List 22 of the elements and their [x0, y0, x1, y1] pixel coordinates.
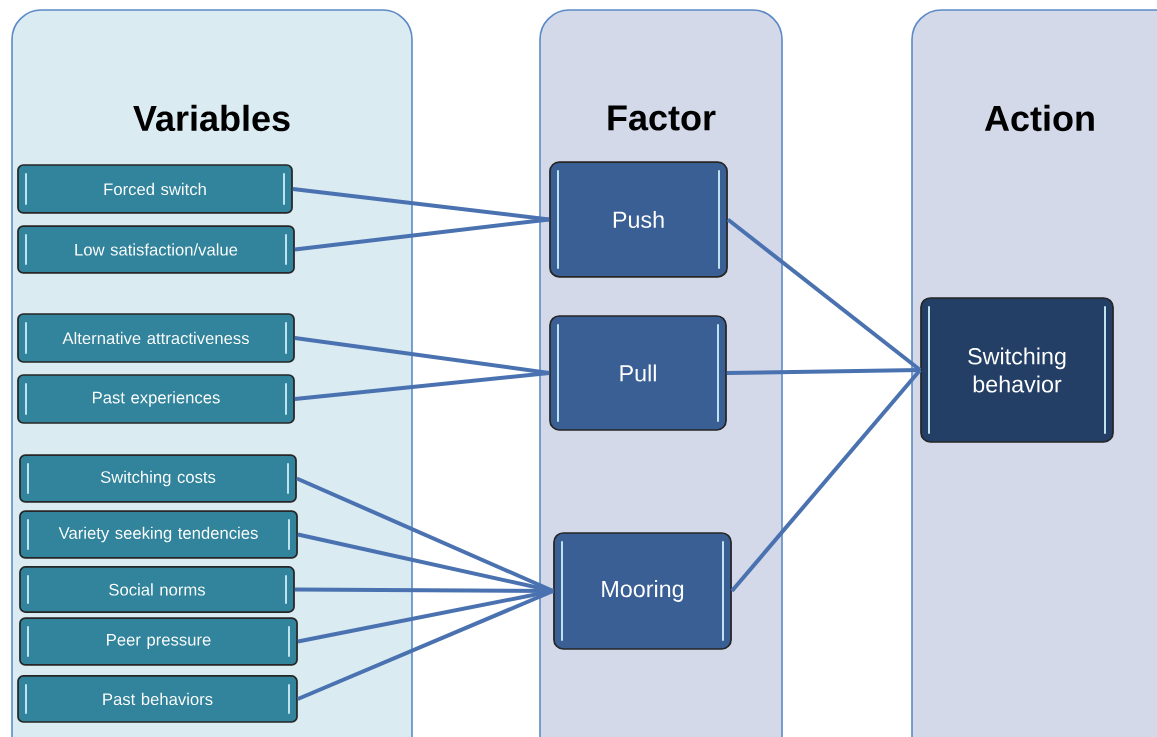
action-box: Switching behavior: [920, 297, 1114, 443]
variable-box: Variety seeking tendencies: [19, 510, 298, 559]
connector-line: [726, 217, 922, 372]
variable-box: Switching costs: [19, 454, 297, 503]
connector-line: [297, 589, 554, 701]
connector-line: [292, 187, 550, 222]
connector-line: [294, 217, 550, 252]
variable-box: Past experiences: [17, 374, 295, 424]
connector-line: [297, 589, 554, 644]
factor-box: Pull: [549, 315, 727, 431]
variable-box: Alternative attractiveness: [17, 313, 295, 363]
variable-box: Forced switch: [17, 164, 293, 214]
variable-box: Peer pressure: [19, 617, 298, 666]
variable-box: Past behaviors: [17, 675, 298, 723]
connector-line: [294, 371, 550, 401]
connector-line: [730, 368, 922, 593]
connector-line: [296, 476, 554, 593]
factor-box: Mooring: [553, 532, 732, 650]
variable-box: Social norms: [19, 566, 295, 613]
factor-box: Push: [549, 161, 728, 278]
connector-line: [726, 368, 921, 375]
variable-box: Low satisfaction/value: [17, 225, 295, 274]
